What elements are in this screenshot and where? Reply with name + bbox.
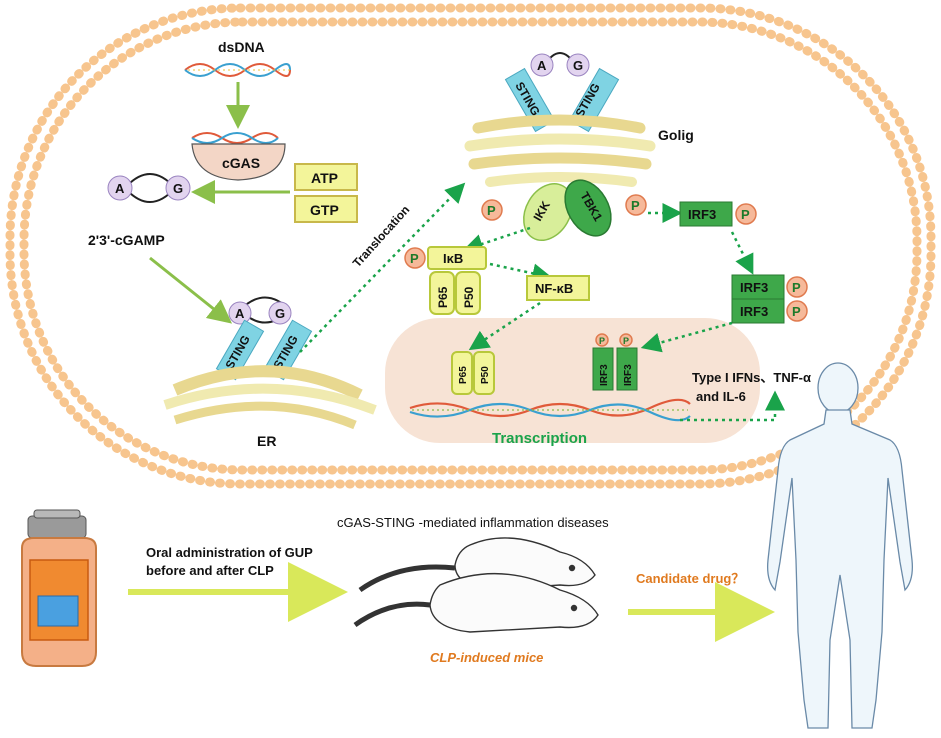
phospho-irf3-dimer-bottom-label: P <box>792 304 801 319</box>
irf3-dimer-bottom-box <box>731 298 785 324</box>
transcription-label: Transcription <box>492 430 587 447</box>
golgi-sting-a-label: A <box>537 58 547 73</box>
nfkb-label: NF-κB <box>535 281 573 296</box>
atp-label: ATP <box>311 170 338 186</box>
nuclear-dna-helix <box>409 398 691 422</box>
gtp-box <box>294 195 358 223</box>
candidate-label: Candidate drug？ <box>636 571 744 586</box>
nuclear-irf3-right-phospho-label: P <box>623 336 629 346</box>
p50-box <box>455 271 481 315</box>
cytokines-line2: and IL-6 <box>696 389 746 404</box>
arrow-irf3-dimer-to-nucleus <box>640 321 733 353</box>
phospho-tbk1-label: P <box>631 198 640 213</box>
human-silhouette <box>767 362 913 729</box>
phospho-irf3-dimer-bottom-icon <box>786 300 808 322</box>
er-sting-g-label: G <box>275 306 285 321</box>
arrow-ikb-to-nfkb <box>489 262 553 284</box>
oral-line2: before and after CLP <box>146 563 274 578</box>
arrow-irf3-to-dimer <box>730 231 754 275</box>
phospho-irf3-dimer-top-icon <box>786 276 808 298</box>
ikk-shape <box>523 183 573 241</box>
irf3-label: IRF3 <box>688 207 716 222</box>
cell-membrane <box>5 3 936 489</box>
golgi-body <box>464 114 656 187</box>
p65-box <box>429 271 455 315</box>
phospho-ikb-icon <box>404 247 426 269</box>
disease-title: cGAS-STING -mediated inflammation diseas… <box>337 515 609 530</box>
nfkb-box <box>526 275 590 301</box>
oral-line1: Oral administration of GUP <box>146 545 313 560</box>
nuclear-irf3-right-label: IRF3 <box>623 364 634 386</box>
phospho-ikk-label: P <box>487 203 496 218</box>
dsdna-label: dsDNA <box>218 39 265 55</box>
gup-jar-icon <box>21 509 97 667</box>
p50-label: P50 <box>462 286 476 308</box>
nuclear-irf3-left-phospho-label: P <box>599 336 605 346</box>
mice-sketch <box>353 537 599 633</box>
irf3-dimer-top-box <box>731 274 785 300</box>
irf3-dimer-top-label: IRF3 <box>740 280 768 295</box>
p65-label: P65 <box>436 286 450 308</box>
irf3-dimer-bottom-label: IRF3 <box>740 304 768 319</box>
arrow-ikk-to-ikb <box>462 226 531 254</box>
ikb-label: IκB <box>443 251 463 266</box>
er-sting-a-label: A <box>235 306 245 321</box>
golgi-sting-g-label: G <box>573 58 583 73</box>
nuclear-p50-box <box>473 351 495 395</box>
cgamp-a-label: A <box>115 181 125 196</box>
cgas-label: cGAS <box>222 155 260 171</box>
cgas-dna-helix <box>191 132 279 144</box>
cgamp-g-label: G <box>173 181 183 196</box>
arrow-cgamp-to-sting <box>149 256 233 324</box>
irf3-box <box>679 201 733 227</box>
arrow-nfkb-to-nucleus <box>468 301 541 351</box>
nuclear-p50-label: P50 <box>480 366 491 384</box>
er-membrane <box>163 365 377 430</box>
nuclear-irf3-right-box <box>616 347 638 391</box>
cytokines-line1: Type I IFNs、TNF-α <box>692 370 811 385</box>
gtp-label: GTP <box>310 202 339 218</box>
mice-label: CLP-induced mice <box>430 650 543 665</box>
phospho-irf3-icon <box>735 203 757 225</box>
phospho-irf3-label: P <box>741 207 750 222</box>
phospho-tbk1-icon <box>625 194 647 216</box>
cgas-shape <box>191 143 286 181</box>
tbk1-shape <box>564 179 612 237</box>
er-label: ER <box>257 433 276 449</box>
phospho-ikb-label: P <box>410 251 419 266</box>
nuclear-p65-label: P65 <box>458 366 469 384</box>
dsdna-helix <box>184 63 291 77</box>
translocation-arrow <box>299 182 466 353</box>
nuclear-irf3-left-box <box>592 347 614 391</box>
atp-box <box>294 163 358 191</box>
cgamp-label: 2'3'-cGAMP <box>88 232 165 248</box>
phospho-ikk-icon <box>481 199 503 221</box>
translocation-label: Translocation <box>350 203 413 270</box>
nuclear-irf3-left-phospho-icon <box>595 333 609 347</box>
er-sting-dimer <box>215 296 313 381</box>
nuclear-p65-box <box>451 351 473 395</box>
nuclear-irf3-left-label: IRF3 <box>599 364 610 386</box>
nuclear-irf3-right-phospho-icon <box>619 333 633 347</box>
cgamp-molecule <box>107 173 191 203</box>
phospho-irf3-dimer-top-label: P <box>792 280 801 295</box>
golgi-label: Golig <box>658 127 694 143</box>
ikb-box <box>427 246 487 270</box>
